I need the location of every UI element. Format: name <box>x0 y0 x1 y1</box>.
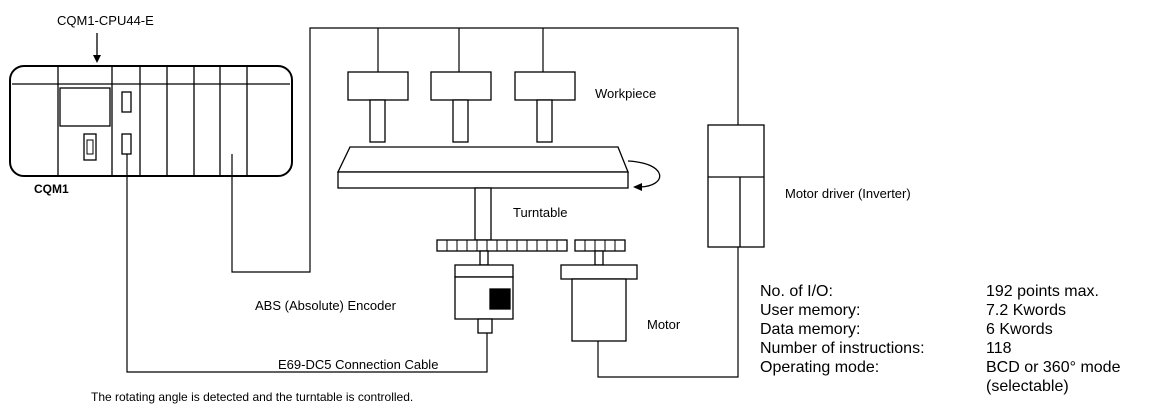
motor-label: Motor <box>647 317 681 332</box>
spec-key-data-memory: Data memory: <box>760 321 861 338</box>
motor-driver-label: Motor driver (Inverter) <box>785 186 911 201</box>
turntable <box>336 146 661 241</box>
spec-key-instructions: Number of instructions: <box>760 340 925 357</box>
spec-key-operating-mode: Operating mode: <box>760 359 880 376</box>
wiring <box>126 27 739 378</box>
workpiece-label: Workpiece <box>595 86 657 101</box>
plc-unit <box>9 65 293 177</box>
spec-value-data-memory: 6 Kwords <box>986 321 1053 338</box>
spec-value-selectable: (selectable) <box>986 378 1069 395</box>
cpu-model-label: CQM1-CPU44-E <box>57 13 154 28</box>
gears <box>436 239 626 252</box>
abs-encoder <box>454 250 514 334</box>
encoder-label: ABS (Absolute) Encoder <box>255 298 396 313</box>
turntable-label: Turntable <box>513 205 568 220</box>
diagram-caption: The rotating angle is detected and the t… <box>91 390 414 404</box>
cable-label: E69-DC5 Connection Cable <box>278 357 439 372</box>
cpu-pointer-arrow <box>93 33 101 63</box>
spec-value-io: 192 points max. <box>986 283 1099 300</box>
plc-name-label: CQM1 <box>34 182 69 196</box>
spec-key-user-memory: User memory: <box>760 302 861 319</box>
spec-value-user-memory: 7.2 Kwords <box>986 302 1067 319</box>
spec-value-operating-mode: BCD or 360° mode <box>986 359 1121 376</box>
spec-value-instructions: 118 <box>986 340 1012 357</box>
motor <box>560 250 638 342</box>
workpiece-holders <box>347 71 576 143</box>
motor-driver <box>707 124 765 248</box>
spec-key-io: No. of I/O: <box>760 283 833 300</box>
